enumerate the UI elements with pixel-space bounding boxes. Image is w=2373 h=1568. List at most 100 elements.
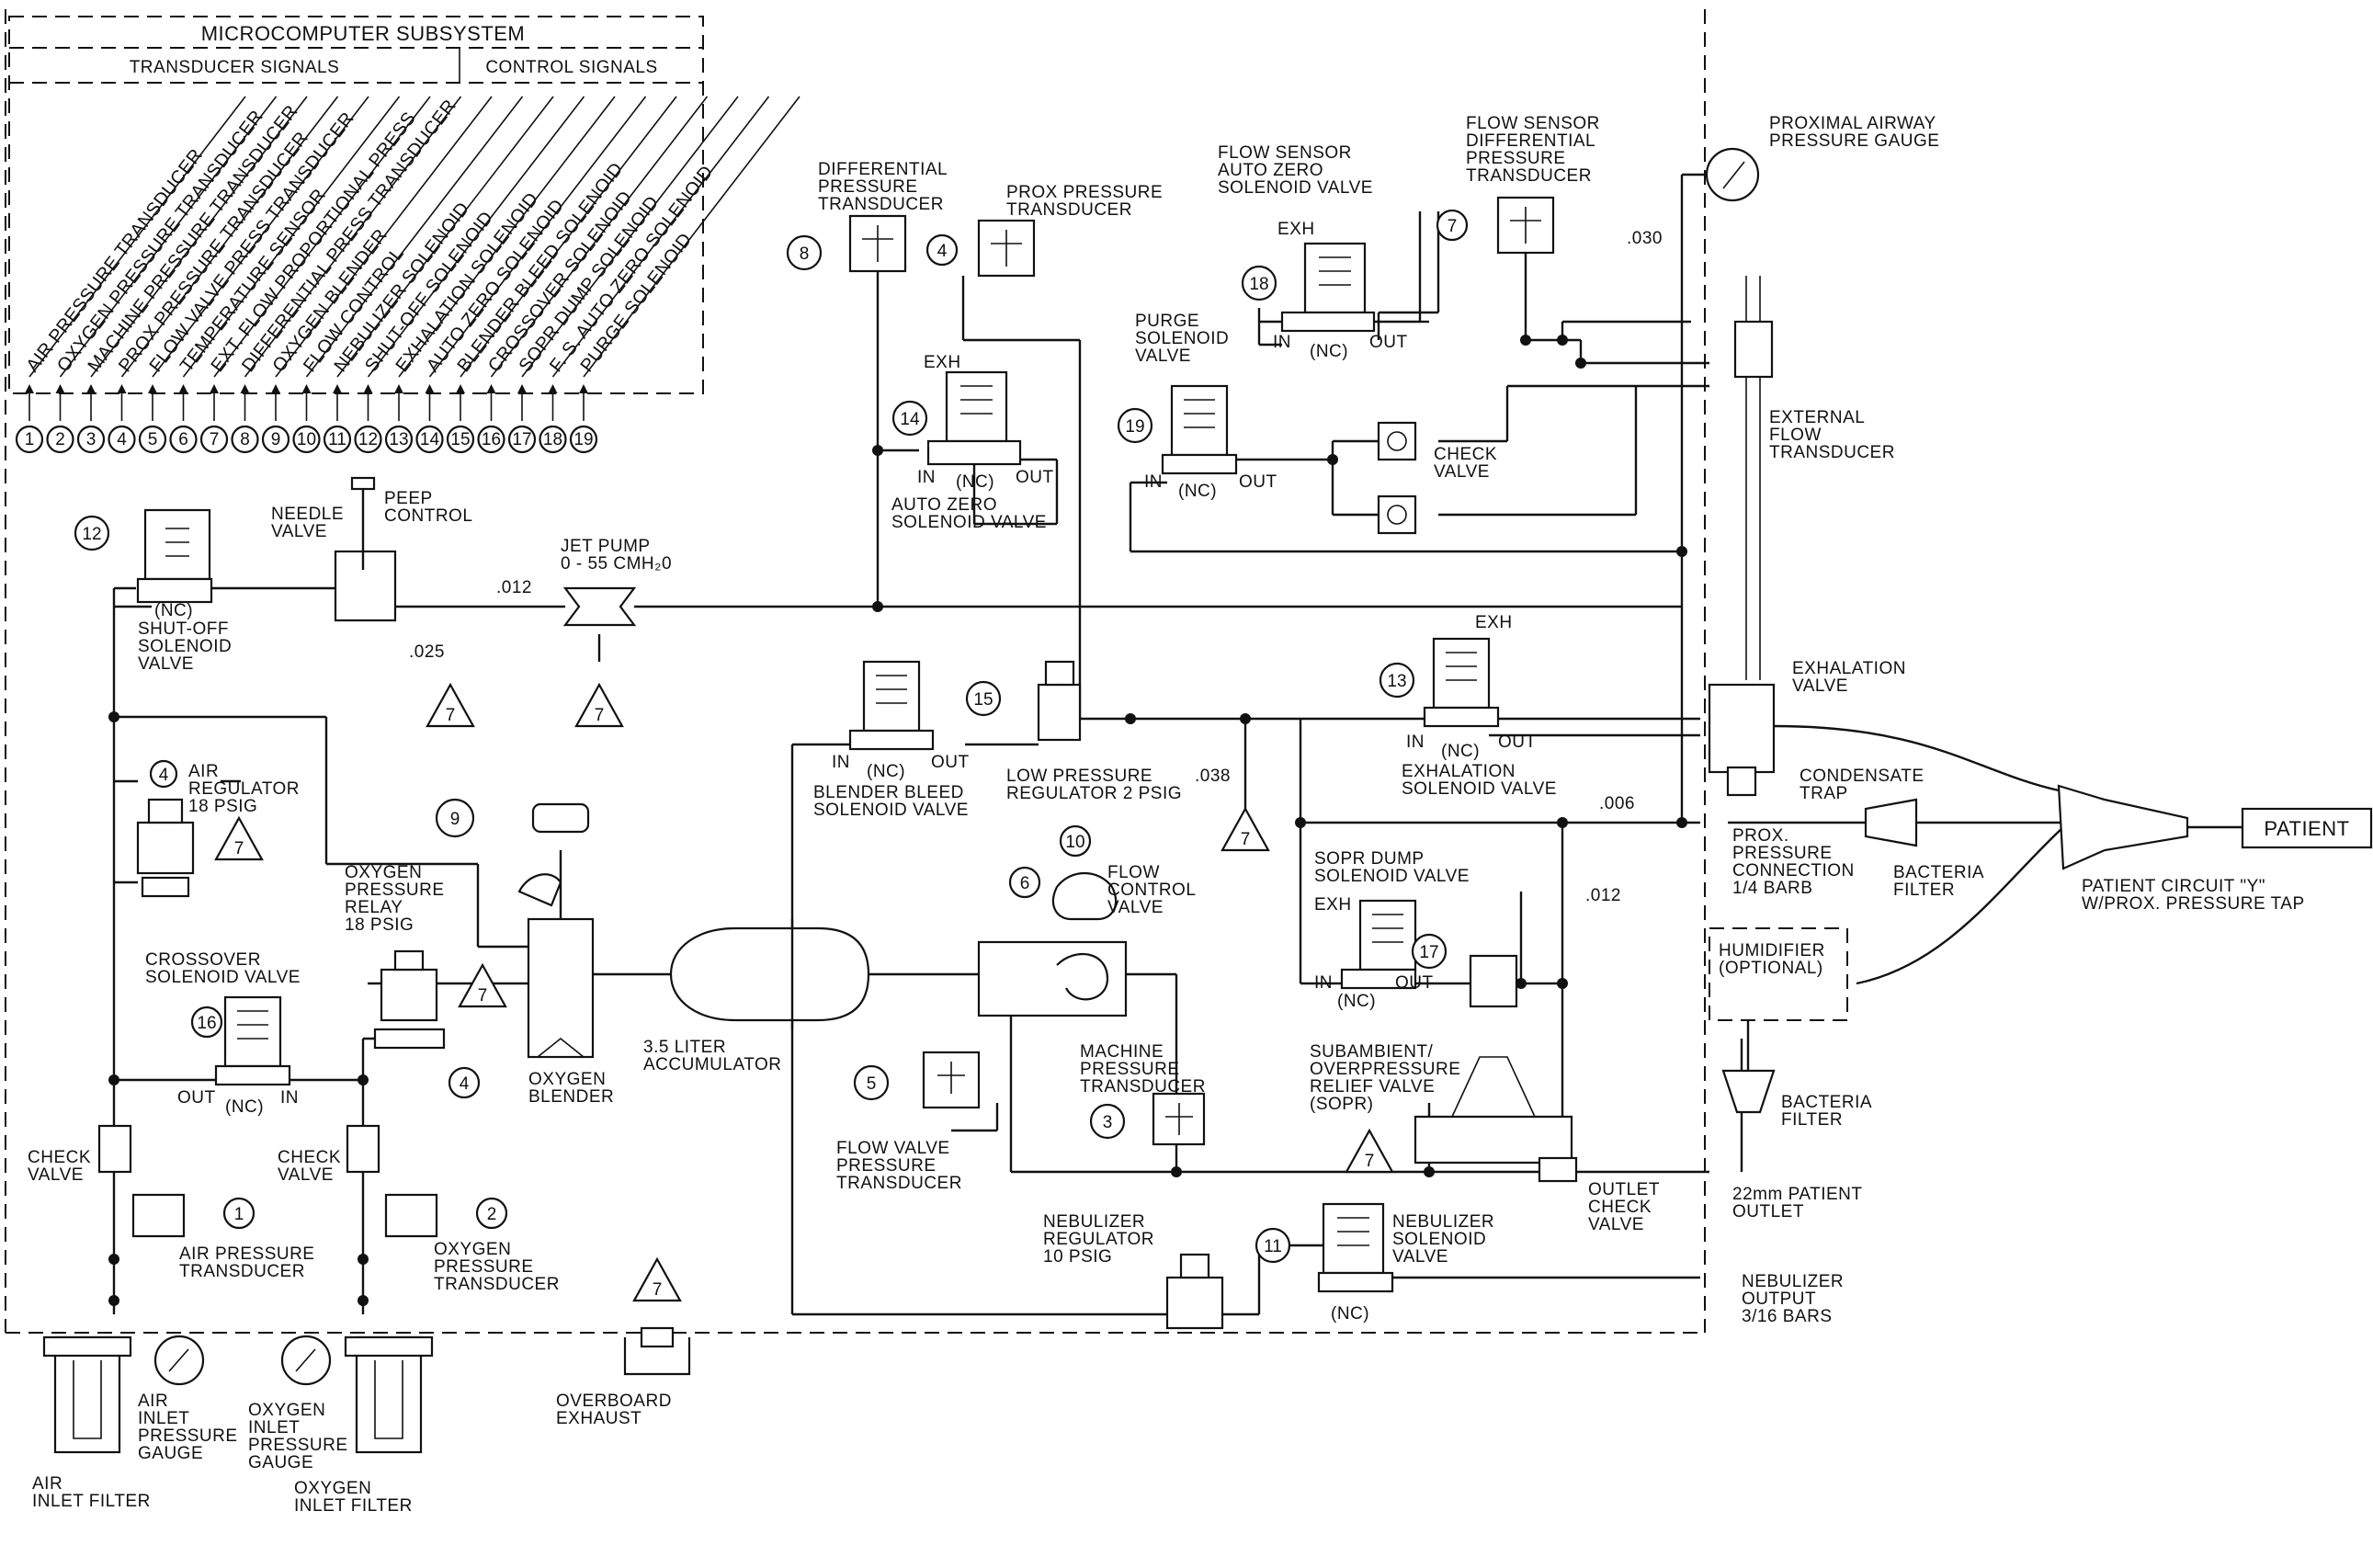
flow-control-valve bbox=[977, 872, 1128, 1017]
signal-number: 6 bbox=[178, 430, 188, 449]
prox-pressure-transducer bbox=[977, 219, 1036, 278]
signal-number: 15 bbox=[450, 430, 470, 449]
callout-3: 3 bbox=[1089, 1103, 1126, 1140]
oxygen-inlet-filter bbox=[344, 1335, 434, 1454]
svg-text:9: 9 bbox=[450, 810, 460, 829]
exhalation-valve bbox=[1708, 683, 1776, 797]
purge-in: IN bbox=[1144, 472, 1163, 492]
signal-number: 19 bbox=[573, 430, 593, 449]
svg-text:11: 11 bbox=[1264, 1237, 1282, 1256]
signal-number: 14 bbox=[420, 430, 440, 449]
orifice-030: .030 bbox=[1627, 229, 1663, 248]
signal-number: 16 bbox=[482, 430, 501, 449]
callout-2: 2 bbox=[475, 1197, 508, 1230]
signal-number: 1 bbox=[25, 430, 35, 449]
callout-9: 9 bbox=[435, 798, 475, 838]
crossover-solenoid-valve bbox=[214, 995, 291, 1086]
sopr-dump-in: IN bbox=[1314, 973, 1333, 993]
shutoff-solenoid-valve bbox=[136, 508, 213, 604]
flow-valve-pressure-transducer bbox=[922, 1051, 981, 1109]
system-boundaries bbox=[5, 9, 1706, 1334]
oxygen-check-valve bbox=[346, 1124, 438, 1238]
overboard-exhaust bbox=[623, 1326, 691, 1376]
oxygen-pressure-relay bbox=[373, 949, 446, 1050]
callout-5: 5 bbox=[853, 1064, 890, 1101]
check-valve-pair bbox=[1377, 421, 1417, 535]
exhalation-exh: EXH bbox=[1475, 613, 1513, 632]
callout-4b: 4 bbox=[448, 1066, 481, 1099]
svg-text:4: 4 bbox=[159, 766, 169, 785]
microcomputer-subsystem: MICROCOMPUTER SUBSYSTEM TRANSDUCER SIGNA… bbox=[8, 16, 800, 454]
needle-valve bbox=[334, 476, 397, 622]
callout-4c: 4 bbox=[925, 233, 959, 267]
humidifier-label: HUMIDIFIER(OPTIONAL) bbox=[1719, 941, 1825, 978]
blender-bleed-nc: (NC) bbox=[867, 762, 905, 781]
oxygen-inlet-gauge bbox=[280, 1335, 332, 1386]
callout-17: 17 bbox=[1411, 933, 1448, 970]
purge-out: OUT bbox=[1239, 472, 1277, 492]
patient-circuit-y bbox=[2057, 784, 2189, 870]
auto-zero-exh: EXH bbox=[924, 353, 961, 372]
auto-zero-nc: (NC) bbox=[956, 472, 994, 492]
air-regulator bbox=[136, 798, 195, 898]
callout-18: 18 bbox=[1241, 265, 1277, 301]
transducer-signals-header: TRANSDUCER SIGNALS bbox=[130, 58, 340, 77]
vent-triangles: 7 7 7 7 7 7 7 bbox=[214, 682, 1394, 1302]
signal-number: 7 bbox=[210, 430, 220, 449]
nebulizer-regulator bbox=[1165, 1253, 1224, 1330]
svg-text:18: 18 bbox=[1249, 275, 1268, 294]
oxygen-blender bbox=[517, 802, 595, 1059]
crossover-nc: (NC) bbox=[225, 1097, 264, 1117]
auto-zero-in: IN bbox=[917, 468, 936, 487]
svg-text:4: 4 bbox=[460, 1074, 470, 1094]
vent-triangle: 7 bbox=[1345, 1128, 1394, 1174]
vent-triangle: 7 bbox=[632, 1256, 682, 1302]
svg-text:10: 10 bbox=[1065, 833, 1084, 852]
signal-number: 18 bbox=[543, 430, 562, 449]
external-flow-transducer bbox=[1733, 320, 1774, 379]
callout-10: 10 bbox=[1059, 824, 1092, 858]
junction-dots bbox=[108, 335, 1687, 1306]
fs-az-nc: (NC) bbox=[1310, 342, 1348, 361]
signal-number: 13 bbox=[389, 430, 408, 449]
jet-pump bbox=[562, 586, 637, 662]
nebulizer-solenoid-valve bbox=[1317, 1202, 1394, 1293]
exhalation-in: IN bbox=[1406, 733, 1425, 752]
svg-text:7: 7 bbox=[446, 706, 456, 725]
exhalation-out: OUT bbox=[1498, 733, 1537, 752]
svg-text:7: 7 bbox=[653, 1280, 663, 1300]
air-check-valve bbox=[97, 1124, 186, 1238]
humidifier bbox=[1709, 927, 1848, 1021]
callout-19: 19 bbox=[1117, 407, 1153, 444]
orifice-006: .006 bbox=[1599, 794, 1635, 813]
svg-text:2: 2 bbox=[487, 1205, 497, 1224]
proximal-airway-gauge bbox=[1705, 147, 1760, 202]
svg-text:13: 13 bbox=[1387, 672, 1406, 691]
exhalation-solenoid-valve bbox=[1423, 637, 1500, 728]
fs-az-out: OUT bbox=[1369, 333, 1408, 352]
signal-number: 10 bbox=[297, 430, 316, 449]
svg-text:1: 1 bbox=[234, 1205, 244, 1224]
flow-sensor-auto-zero-solenoid-valve bbox=[1280, 242, 1376, 333]
svg-text:7: 7 bbox=[478, 986, 488, 1006]
svg-text:4: 4 bbox=[937, 242, 948, 261]
vent-triangle: 7 bbox=[574, 682, 624, 728]
svg-text:12: 12 bbox=[82, 525, 101, 544]
